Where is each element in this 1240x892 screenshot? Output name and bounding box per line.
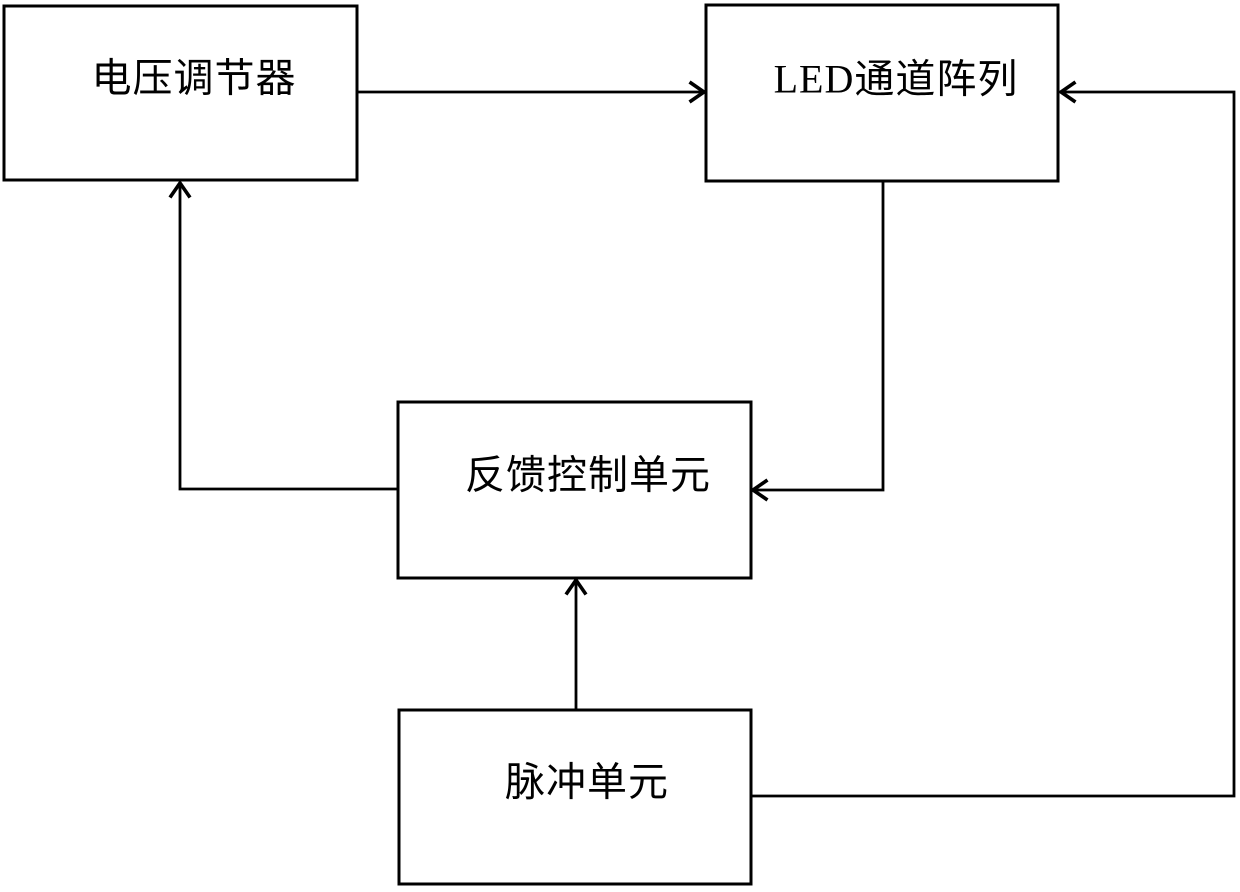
node-feedback-control-unit: 反馈控制单元 — [396, 400, 753, 580]
node-voltage-regulator: 电压调节器 — [2, 4, 359, 182]
pulse-unit-box — [397, 708, 753, 886]
edge-pulse-to-led-line — [751, 90, 1236, 798]
node-led-channel-array: LED通道阵列 — [704, 3, 1060, 183]
arrow-right-icon — [688, 80, 708, 104]
edge-led-to-feedback — [749, 181, 885, 502]
feedback-control-unit-box — [396, 400, 753, 580]
led-channel-array-box — [704, 3, 1060, 183]
arrow-left-icon — [749, 478, 769, 502]
pulse-unit-label: 脉冲单元 — [505, 760, 669, 805]
voltage-regulator-box — [2, 4, 359, 182]
feedback-control-unit-label: 反馈控制单元 — [465, 453, 711, 498]
edge-feedback-to-voltage-line — [178, 184, 398, 491]
voltage-regulator-label: 电压调节器 — [92, 56, 297, 101]
edge-feedback-to-voltage — [168, 179, 398, 491]
arrow-up-icon — [564, 576, 588, 596]
edge-pulse-to-led — [751, 80, 1236, 798]
edge-voltage-to-led — [357, 80, 708, 104]
arrow-up-icon — [168, 179, 192, 199]
node-pulse-unit: 脉冲单元 — [397, 708, 753, 886]
edge-pulse-to-feedback — [564, 576, 588, 710]
led-channel-array-label: LED通道阵列 — [774, 57, 1019, 102]
edge-led-to-feedback-line — [754, 181, 885, 492]
arrow-left-icon — [1057, 80, 1077, 104]
